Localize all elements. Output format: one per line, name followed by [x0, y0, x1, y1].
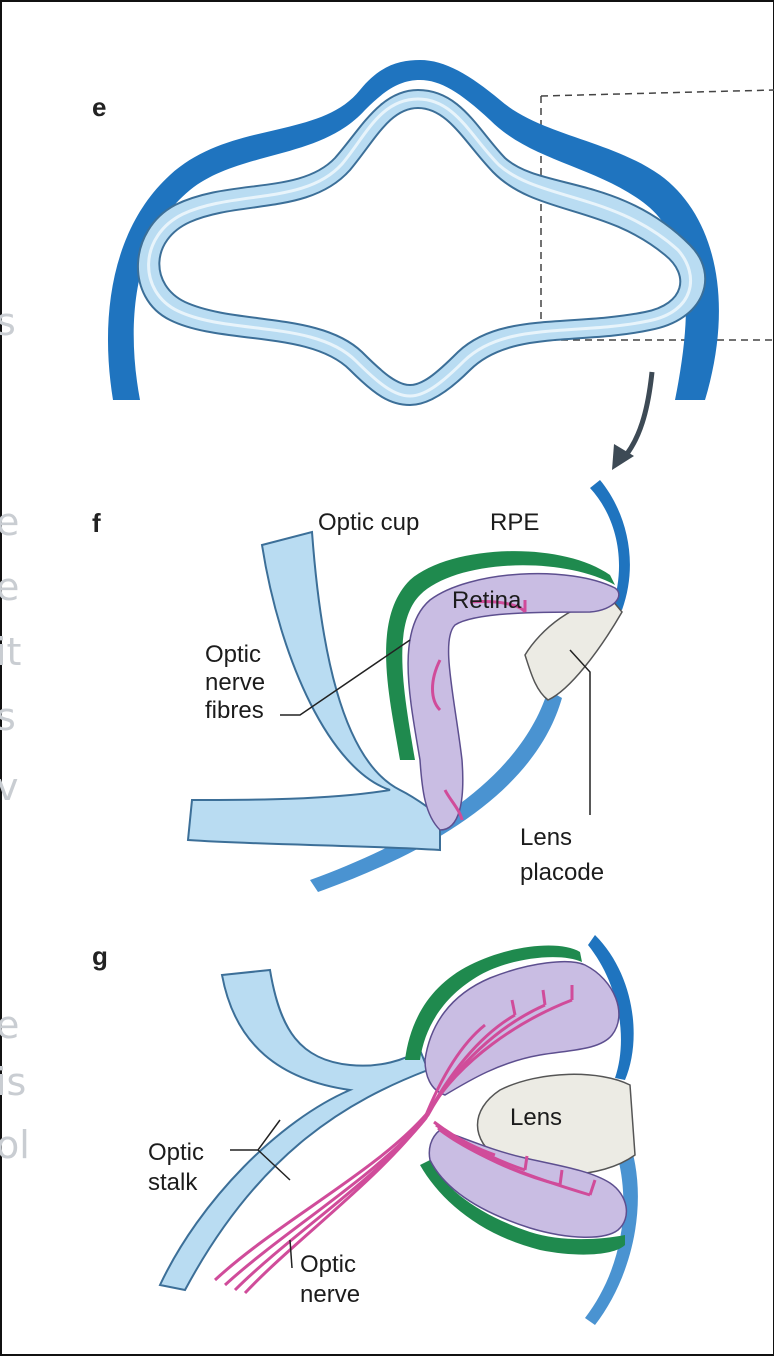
lens-placode	[525, 600, 622, 700]
optic-nerve-label-line1: Optic	[300, 1251, 356, 1278]
optic-nerve-label-line2: nerve	[300, 1281, 360, 1308]
lens-placode-label-line1: Lens	[520, 824, 572, 851]
optic-stalk-label-line1: Optic	[148, 1139, 204, 1166]
optic-stalk	[160, 970, 428, 1290]
neural-tube	[138, 90, 705, 405]
optic-nerve-fibres-label-line2: nerve	[205, 669, 265, 696]
panel-g: g	[92, 935, 638, 1325]
lens-placode-label-line2: placode	[520, 859, 604, 886]
optic-nerve-fibres-label-line1: Optic	[205, 641, 261, 668]
panel-f-letter: f	[92, 508, 101, 538]
panel-f: f Optic cup RPE Retina Optic nerve f	[92, 480, 630, 892]
optic-nerve-fibres-label-line3: fibres	[205, 697, 264, 724]
optic-cup-label: Optic cup	[318, 509, 419, 536]
panel-g-letter: g	[92, 941, 108, 971]
transition-arrow	[622, 372, 652, 460]
optic-stalk-label-line2: stalk	[148, 1169, 198, 1196]
lens-label: Lens	[510, 1104, 562, 1131]
panel-e-letter: e	[92, 92, 106, 122]
rpe-label: RPE	[490, 509, 539, 536]
panel-e: e	[92, 60, 774, 470]
retina-label: Retina	[452, 587, 522, 614]
